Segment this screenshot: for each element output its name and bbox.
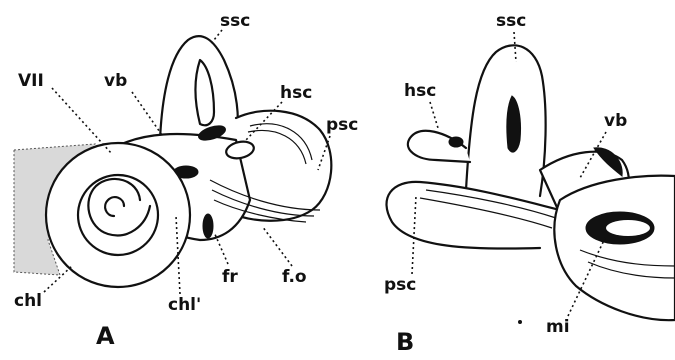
label-mi: mi (546, 317, 570, 337)
cochlea-a (46, 143, 190, 287)
ssc-canal-b (466, 45, 546, 196)
label-vb-a: vb (104, 71, 127, 91)
panel-b-letter: B (396, 328, 414, 356)
label-hsc-b: hsc (404, 81, 436, 101)
label-psc-b: psc (384, 275, 416, 295)
label-psc-a: psc (326, 115, 358, 135)
hsc-canal-b (408, 131, 470, 162)
label-fr: fr (222, 267, 238, 287)
label-ssc-a: ssc (220, 11, 250, 31)
label-vii: VII (18, 71, 44, 91)
label-chl-prime: chl' (168, 295, 201, 315)
label-ssc-b: ssc (496, 11, 526, 31)
label-hsc-a: hsc (280, 83, 312, 103)
meatus-b (554, 176, 675, 321)
label-chl: chl (14, 291, 42, 311)
panel-a-drawing (14, 36, 331, 287)
label-vb-b: vb (604, 111, 627, 131)
panel-a-letter: A (96, 322, 115, 350)
label-fo: f.o (282, 267, 307, 287)
